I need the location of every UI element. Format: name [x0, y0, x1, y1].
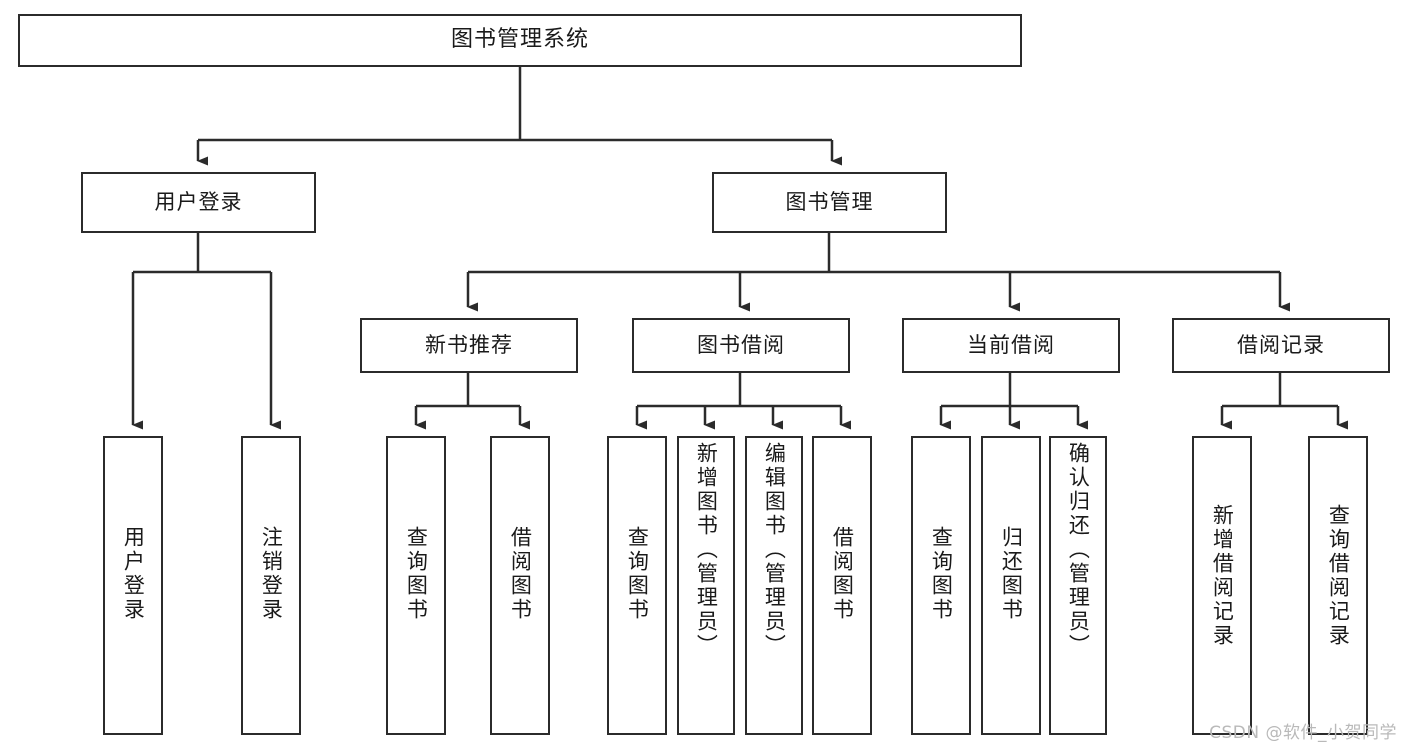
leaf-recommend-borrow-book[interactable]: 借阅图书: [490, 436, 550, 735]
node-label: 图书借阅: [697, 332, 785, 357]
node-label: 注销登录: [259, 526, 284, 622]
leaf-current-query-book[interactable]: 查询图书: [911, 436, 971, 735]
leaf-borrow-edit-book[interactable]: 编辑图书（管理员）: [745, 436, 803, 735]
node-label: 查询图书: [404, 526, 429, 622]
node-label: 借阅图书: [830, 526, 855, 622]
node-label: 新增借阅记录: [1210, 504, 1235, 648]
node-label: 查询图书: [625, 526, 650, 622]
node-label: 借阅图书: [508, 526, 533, 622]
node-label: 借阅记录: [1237, 332, 1325, 357]
node-current-borrow[interactable]: 当前借阅: [902, 318, 1120, 373]
leaf-borrow-add-book[interactable]: 新增图书（管理员）: [677, 436, 735, 735]
node-label: 编辑图书（管理员）: [762, 442, 787, 658]
node-user-login[interactable]: 用户登录: [81, 172, 316, 233]
leaf-user-login[interactable]: 用户登录: [103, 436, 163, 735]
leaf-recommend-query-book[interactable]: 查询图书: [386, 436, 446, 735]
node-book-management[interactable]: 图书管理: [712, 172, 947, 233]
node-label: 查询借阅记录: [1326, 504, 1351, 648]
node-label: 确认归还（管理员）: [1066, 442, 1091, 658]
csdn-watermark: CSDN @软件_小贺同学: [1209, 723, 1397, 743]
node-label: 用户登录: [121, 526, 146, 622]
leaf-current-return-book[interactable]: 归还图书: [981, 436, 1041, 735]
leaf-logout[interactable]: 注销登录: [241, 436, 301, 735]
node-label: 图书管理: [785, 189, 874, 214]
leaf-current-confirm-return[interactable]: 确认归还（管理员）: [1049, 436, 1107, 735]
node-label: 图书管理系统: [450, 27, 589, 53]
node-label: 查询图书: [929, 526, 954, 622]
node-label: 用户登录: [154, 189, 243, 214]
node-borrow-records[interactable]: 借阅记录: [1172, 318, 1390, 373]
node-label: 当前借阅: [967, 332, 1055, 357]
node-label: 新增图书（管理员）: [694, 442, 719, 658]
leaf-records-add[interactable]: 新增借阅记录: [1192, 436, 1252, 735]
leaf-borrow-lend-book[interactable]: 借阅图书: [812, 436, 872, 735]
node-label: 新书推荐: [425, 332, 513, 357]
node-book-management-system[interactable]: 图书管理系统: [18, 14, 1022, 67]
leaf-borrow-query-book[interactable]: 查询图书: [607, 436, 667, 735]
leaf-records-query[interactable]: 查询借阅记录: [1308, 436, 1368, 735]
node-book-borrow[interactable]: 图书借阅: [632, 318, 850, 373]
node-new-book-recommend[interactable]: 新书推荐: [360, 318, 578, 373]
node-label: 归还图书: [999, 526, 1024, 622]
